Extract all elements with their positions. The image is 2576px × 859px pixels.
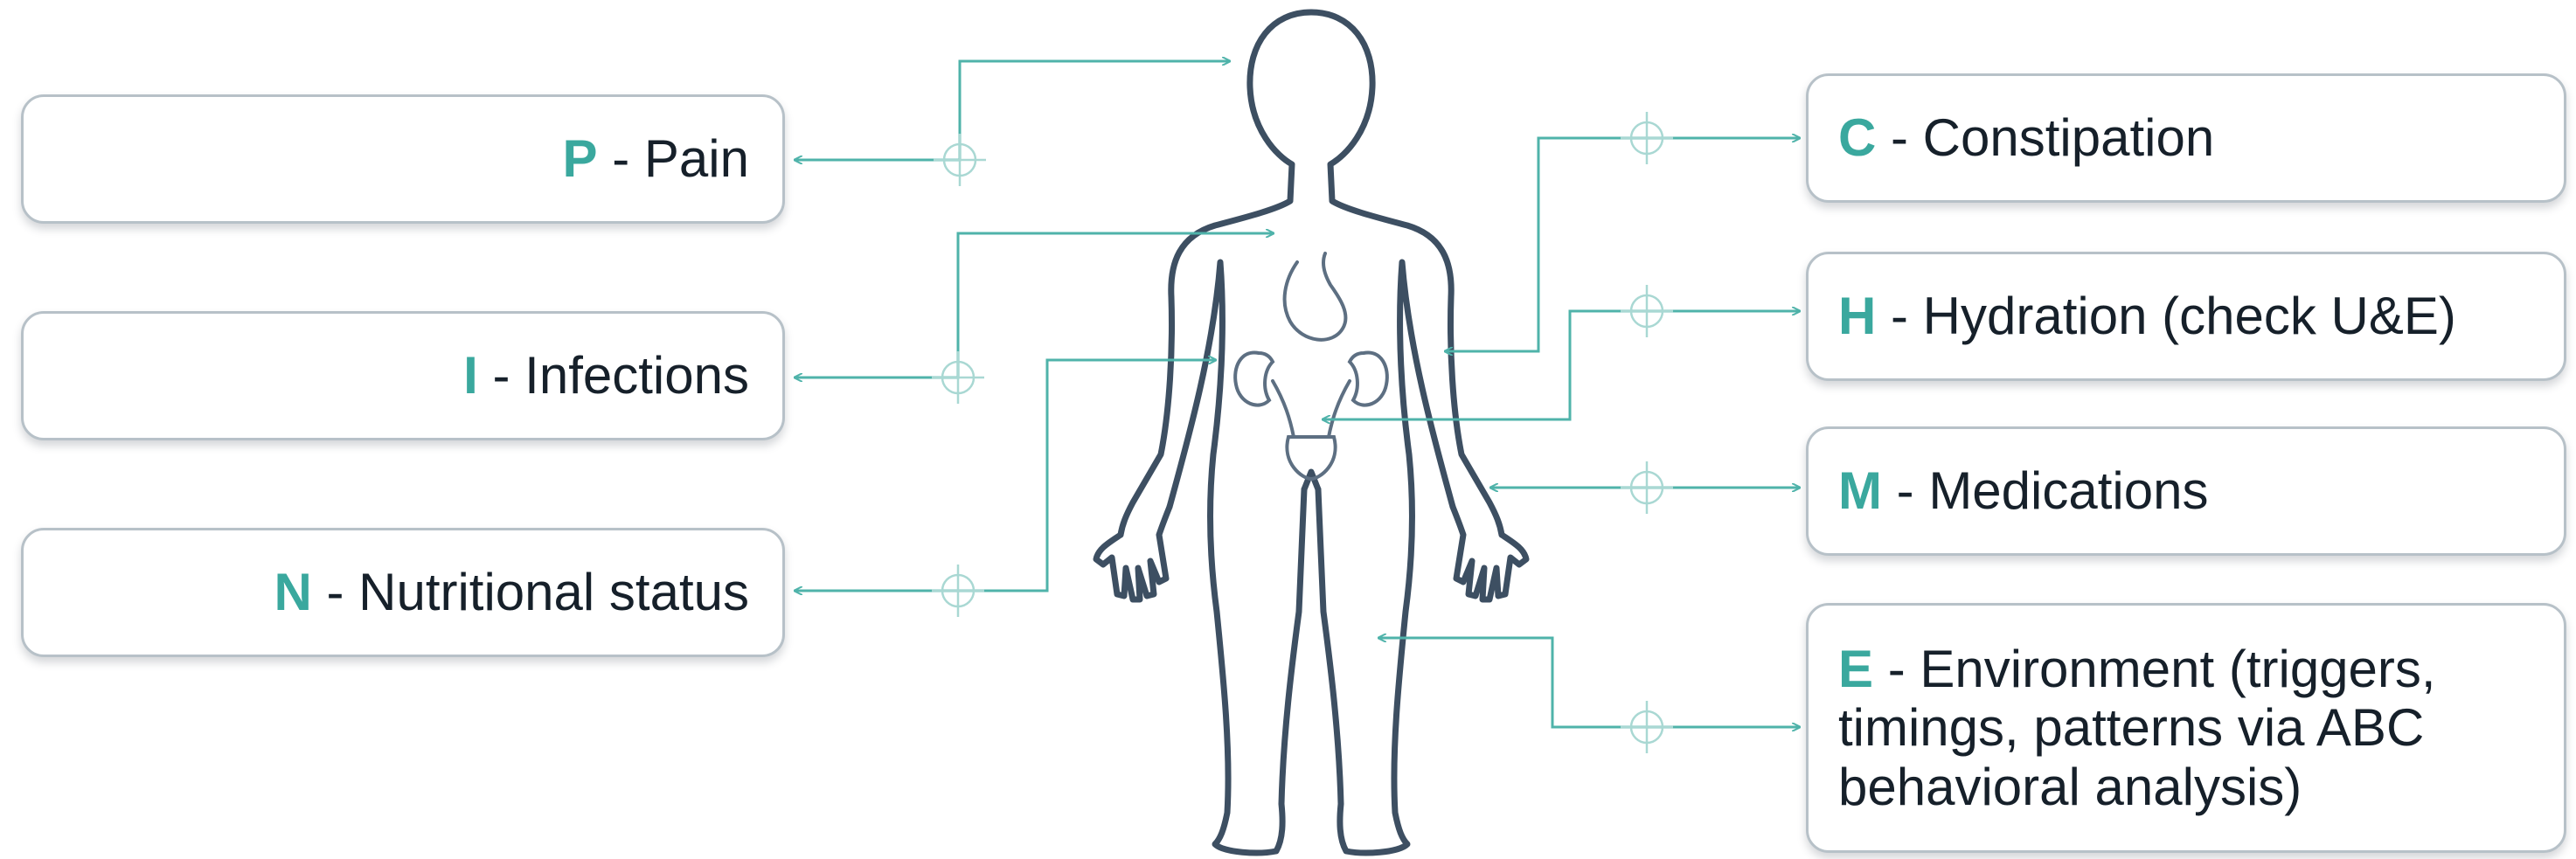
item-separator: -: [1891, 108, 1923, 167]
item-box-pain: P - Pain: [21, 94, 785, 224]
item-text: Environment (triggers, timings, patterns…: [1838, 640, 2436, 815]
connector-hydration: [1323, 311, 1799, 419]
item-text: Medications: [1928, 461, 2208, 520]
organs-icon: [1235, 253, 1387, 479]
item-box-infections: I - Infections: [21, 311, 785, 440]
item-separator: -: [612, 129, 644, 188]
item-label: P - Pain: [563, 129, 749, 188]
item-separator: -: [1897, 461, 1929, 520]
crosshair-icon: [1621, 112, 1673, 164]
crosshair-icon: [934, 134, 986, 186]
item-text: Nutritional status: [358, 563, 749, 621]
item-letter: N: [274, 563, 311, 621]
human-body-outline-icon: [1096, 12, 1526, 853]
item-box-medications: M - Medications: [1806, 426, 2566, 556]
item-letter: P: [563, 129, 598, 188]
crosshair-group: [932, 112, 1673, 753]
item-text: Hydration (check U&E): [1923, 287, 2456, 345]
item-text: Pain: [644, 129, 749, 188]
crosshair-icon: [1621, 701, 1673, 753]
crosshair-icon: [1621, 285, 1673, 337]
item-box-nutritional-status: N - Nutritional status: [21, 528, 785, 657]
item-separator: -: [326, 563, 358, 621]
crosshair-icon: [1621, 461, 1673, 514]
item-separator: -: [1888, 640, 1920, 698]
item-label: M - Medications: [1838, 461, 2208, 520]
item-label: C - Constipation: [1838, 108, 2214, 167]
item-text: Constipation: [1923, 108, 2215, 167]
item-text: Infections: [524, 346, 749, 405]
item-box-hydration: H - Hydration (check U&E): [1806, 252, 2566, 381]
item-label: I - Infections: [463, 346, 749, 405]
item-letter: M: [1838, 461, 1882, 520]
connector-environment: [1379, 638, 1799, 727]
item-label: E - Environment (triggers, timings, patt…: [1838, 640, 2538, 816]
connector-constipation: [1446, 138, 1799, 351]
item-box-environment: E - Environment (triggers, timings, patt…: [1806, 603, 2566, 853]
connector-pain: [795, 61, 1229, 160]
item-letter: C: [1838, 108, 1876, 167]
item-label: N - Nutritional status: [274, 563, 749, 621]
item-letter: I: [463, 346, 478, 405]
item-box-constipation: C - Constipation: [1806, 73, 2566, 203]
connector-infections: [795, 233, 1273, 378]
crosshair-icon: [932, 351, 984, 404]
item-separator: -: [493, 346, 525, 405]
item-separator: -: [1891, 287, 1923, 345]
crosshair-icon: [932, 565, 984, 617]
item-letter: E: [1838, 640, 1873, 698]
item-letter: H: [1838, 287, 1876, 345]
item-label: H - Hydration (check U&E): [1838, 287, 2456, 345]
